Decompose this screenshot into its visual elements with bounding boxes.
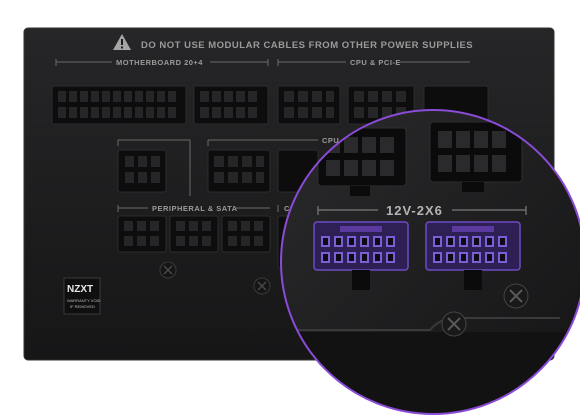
warning-row: DO NOT USE MODULAR CABLES FROM OTHER POW… bbox=[113, 34, 473, 51]
magnified-screw-bottom bbox=[441, 311, 467, 337]
purple-12v-2x6-connector-left bbox=[313, 221, 409, 290]
magnified-label-12v-2x6: 12V-2X6 bbox=[386, 203, 443, 218]
motherboard-connector-4pin bbox=[193, 85, 269, 125]
section-cpu-pcie: CPU & PCI-E bbox=[277, 58, 470, 67]
peripheral-connector-1 bbox=[117, 215, 167, 253]
small-6pin-connector bbox=[117, 149, 167, 193]
brand-logo: NZXT bbox=[67, 284, 93, 295]
warning-text: DO NOT USE MODULAR CABLES FROM OTHER POW… bbox=[141, 40, 473, 51]
peripheral-connector-2 bbox=[169, 215, 219, 253]
magnified-screw-right bbox=[503, 283, 529, 309]
panel-screw-center bbox=[253, 277, 271, 295]
section-motherboard: MOTHERBOARD 20+4 bbox=[55, 58, 269, 67]
warranty-line-1: WARRANTY VOID bbox=[67, 298, 101, 303]
motherboard-connector-24pin bbox=[51, 85, 187, 125]
magnified-cpu-connector-right bbox=[429, 121, 523, 192]
purple-12v-2x6-connector-right bbox=[425, 221, 521, 290]
magnifier-bubble: 12V-2X6 bbox=[280, 109, 580, 415]
section-label-motherboard: MOTHERBOARD 20+4 bbox=[116, 58, 203, 67]
section-label-ce-partial: CE bbox=[284, 204, 295, 213]
cpu-pcie-connector-1 bbox=[277, 85, 341, 125]
section-label-peripheral: PERIPHERAL & SATA bbox=[152, 204, 238, 213]
warranty-line-2: IF REMOVED bbox=[70, 304, 95, 309]
warning-icon bbox=[113, 34, 131, 50]
panel-screw-left bbox=[159, 261, 177, 279]
cpu-8pin-connector-left bbox=[207, 149, 271, 193]
peripheral-connector-3 bbox=[221, 215, 271, 253]
bracket-lines-middle bbox=[117, 139, 318, 196]
section-label-cpu-partial: CPU bbox=[322, 136, 339, 145]
magnified-label-row: 12V-2X6 bbox=[317, 203, 527, 218]
brand-badge: NZXT WARRANTY VOID IF REMOVED bbox=[63, 277, 101, 315]
magnifier-ring bbox=[280, 109, 580, 415]
section-label-cpu-pcie: CPU & PCI-E bbox=[350, 58, 401, 67]
section-peripheral: PERIPHERAL & SATA CE bbox=[117, 204, 295, 213]
